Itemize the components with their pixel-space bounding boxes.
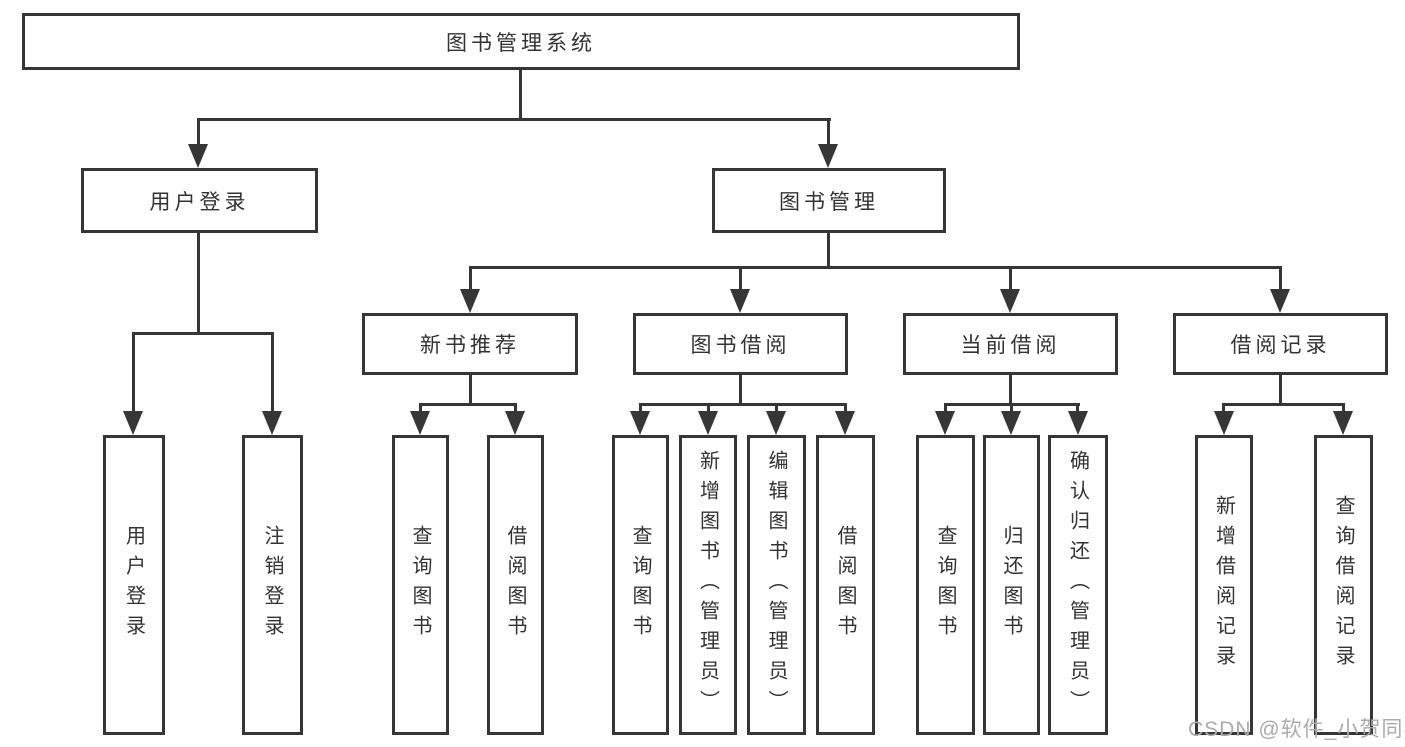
arrow-down-icon [630, 411, 650, 435]
leaf-add-books-admin: 新增图书（管理员） [679, 435, 737, 735]
connector-line [1342, 403, 1345, 412]
arrow-down-icon [1001, 411, 1021, 435]
leaf-query-books-current: 查询图书 [916, 435, 975, 735]
arrow-down-icon [766, 411, 786, 435]
leaf-edit-books-admin: 编辑图书（管理员） [747, 435, 806, 735]
node-current-borrowing: 当前借阅 [903, 313, 1118, 375]
arrow-down-icon [505, 411, 525, 435]
connector-line [1279, 375, 1282, 405]
connector-line [739, 375, 742, 405]
watermark: CSDN @软件_小贺同学 [1188, 718, 1405, 741]
leaf-add-borrow-record: 新增借阅记录 [1195, 435, 1253, 735]
connector-line [944, 403, 947, 412]
connector-line [132, 332, 135, 411]
arrow-down-icon [730, 289, 750, 313]
connector-line [775, 403, 778, 412]
leaf-logout-login: 注销登录 [242, 435, 303, 735]
leaf-query-books-borrowing: 查询图书 [612, 435, 669, 735]
node-root: 图书管理系统 [22, 13, 1020, 70]
arrow-down-icon [410, 411, 430, 435]
connector-line [639, 403, 847, 406]
connector-line [1222, 403, 1345, 406]
connector-line [271, 332, 274, 411]
connector-line [827, 118, 830, 146]
leaf-user-login: 用户登录 [103, 435, 165, 735]
arrow-down-icon [698, 411, 718, 435]
leaf-query-books-recommend: 查询图书 [392, 435, 449, 735]
node-user-login: 用户登录 [81, 168, 318, 233]
arrow-down-icon [1333, 411, 1353, 435]
arrow-down-icon [188, 144, 208, 168]
node-root-label: 图书管理系统 [446, 31, 596, 55]
connector-line [469, 266, 1282, 269]
connector-line [1222, 403, 1225, 412]
node-user-login-label: 用户登录 [149, 190, 250, 214]
arrow-down-icon [818, 144, 838, 168]
leaf-return-books: 归还图书 [983, 435, 1040, 735]
arrow-down-icon [1214, 411, 1234, 435]
node-book-borrowing: 图书借阅 [633, 313, 848, 375]
arrow-down-icon [935, 411, 955, 435]
node-borrowing-records: 借阅记录 [1173, 313, 1388, 375]
arrow-down-icon [1270, 289, 1290, 313]
connector-line [419, 403, 422, 412]
leaf-confirm-return-admin: 确认归还（管理员） [1048, 435, 1108, 735]
leaf-borrow-books-borrowing: 借阅图书 [816, 435, 875, 735]
leaf-borrow-books-recommend: 借阅图书 [487, 435, 544, 735]
connector-line [197, 118, 200, 146]
connector-line [844, 403, 847, 412]
connector-line [514, 403, 517, 412]
connector-line [639, 403, 642, 412]
connector-line [707, 403, 710, 412]
connector-line [1009, 375, 1012, 405]
node-book-borrowing-label: 图书借阅 [690, 334, 791, 357]
connector-line [1009, 266, 1012, 289]
connector-line [132, 332, 274, 335]
arrow-down-icon [460, 289, 480, 313]
connector-line [197, 118, 831, 121]
leaf-query-borrow-record: 查询借阅记录 [1314, 435, 1373, 735]
node-book-management: 图书管理 [712, 168, 946, 233]
connector-line [519, 70, 522, 120]
connector-line [469, 266, 472, 289]
connector-line [1279, 266, 1282, 289]
connector-line [1076, 403, 1079, 412]
arrow-down-icon [1000, 289, 1020, 313]
arrow-down-icon [835, 411, 855, 435]
arrow-down-icon [262, 411, 282, 435]
node-new-book-recommend: 新书推荐 [362, 313, 578, 375]
node-book-management-label: 图书管理 [779, 190, 879, 214]
connector-line [739, 266, 742, 289]
connector-line [1010, 403, 1013, 412]
connector-line [827, 233, 830, 269]
arrow-down-icon [1068, 411, 1088, 435]
connector-line [197, 233, 200, 335]
connector-line [469, 375, 472, 405]
node-borrowing-records-label: 借阅记录 [1230, 334, 1331, 357]
node-current-borrowing-label: 当前借阅 [960, 334, 1061, 357]
connector-line [419, 403, 517, 406]
arrow-down-icon [123, 411, 143, 435]
node-new-book-recommend-label: 新书推荐 [420, 334, 520, 357]
